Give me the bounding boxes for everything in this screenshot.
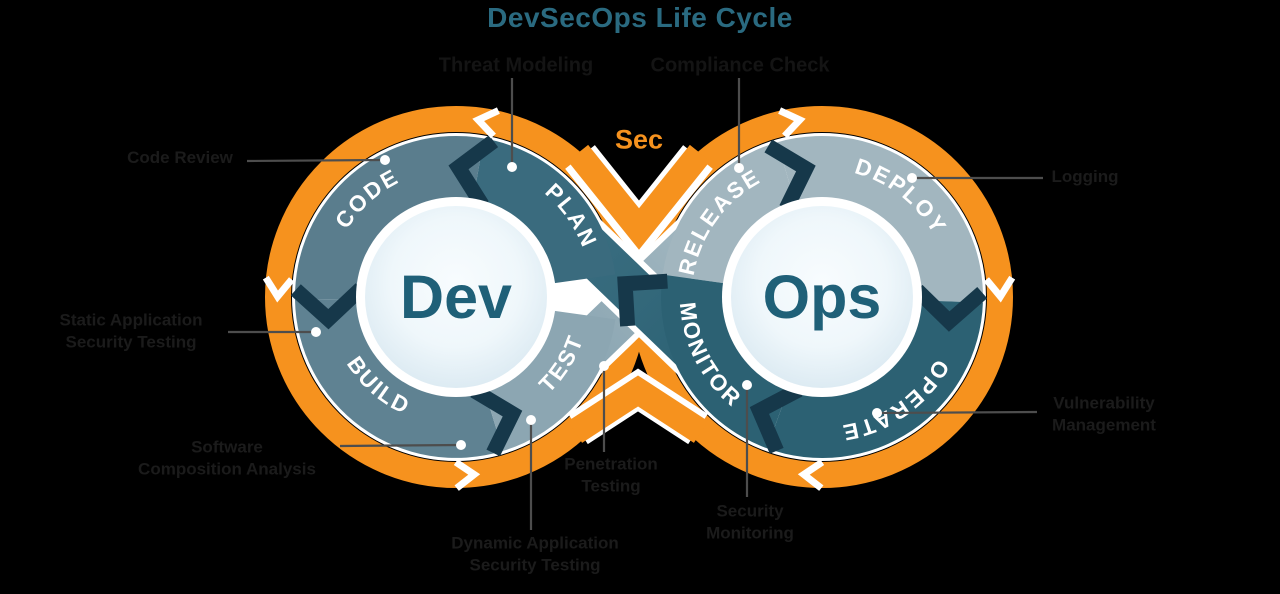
annotation-code-review: Code Review [127, 148, 233, 168]
ring-notch-icon [778, 107, 806, 139]
arrow-deploy-to-operate-icon [911, 284, 988, 332]
segment-code [294, 135, 484, 300]
dev-circle [356, 197, 556, 397]
segment-plan [472, 138, 616, 284]
arrow-operate-to-monitor-icon [749, 383, 803, 454]
ring-notch-icon [472, 107, 500, 139]
segment-release [662, 142, 796, 284]
sec-label: Sec [614, 124, 664, 155]
gate-label-threat-modeling: Threat Modeling [438, 54, 594, 77]
annotation-static-application-security-testing: Static Application Security Testing [59, 310, 203, 351]
waist-bottom-v [567, 368, 709, 445]
annotation-logging: Logging [1051, 167, 1119, 187]
annotation-dynamic-application-security-testing: Dynamic Application Security Testing [451, 533, 619, 574]
annotation-vulnerability-management: Vulnerability Management [1052, 393, 1156, 434]
ring-notch-icon [453, 459, 481, 491]
ring-notch-icon [262, 275, 295, 303]
annotation-security-monitoring: Security Monitoring [706, 501, 794, 542]
gate-label-compliance-check: Compliance Check [650, 54, 830, 77]
ops-circle [722, 197, 922, 397]
arrow-plan-to-code-icon [448, 135, 499, 210]
arrow-monitor-to-plan-icon [617, 273, 668, 327]
arrow-build-to-test-icon [470, 384, 523, 457]
leader-lines [228, 78, 1043, 530]
annotation-software-composition-analysis: Software Composition Analysis [138, 437, 316, 478]
ring-notch-icon [797, 459, 825, 491]
arrow-code-to-build-icon [290, 283, 366, 330]
waist-top-v [565, 144, 713, 262]
ops-label: Ops [763, 263, 882, 331]
dev-label: Dev [400, 263, 512, 331]
ring-notch-icon [983, 275, 1016, 303]
page-title: DevSecOps Life Cycle [487, 2, 793, 33]
annotation-penetration-testing: Penetration Testing [564, 454, 658, 495]
arrow-release-to-deploy-icon [764, 139, 816, 212]
